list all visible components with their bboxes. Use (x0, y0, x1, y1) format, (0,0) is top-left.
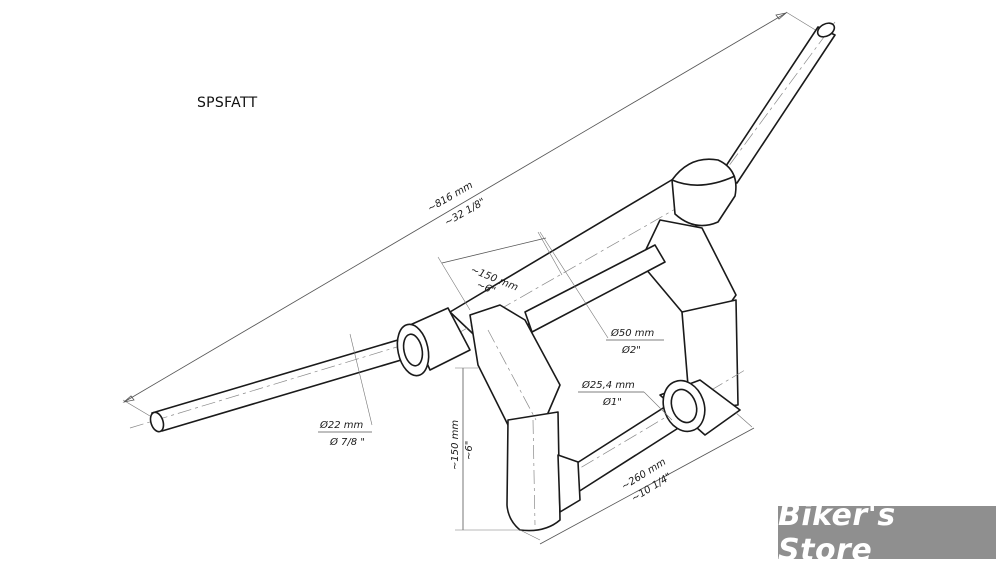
main-diameter-dimension: Ø50 mm Ø2" (539, 231, 664, 356)
main-diameter-in: Ø2" (621, 344, 641, 356)
upper-secondary-bar (524, 244, 666, 333)
grip-diameter-mm: Ø22 mm (319, 419, 364, 431)
riser-height-dimension: ~150 mm ~6" (450, 367, 520, 531)
right-grip-end (816, 22, 836, 38)
riser-height-mm: ~150 mm (450, 420, 461, 470)
right-collar (671, 158, 737, 227)
left-collar (396, 307, 471, 377)
grip-diameter-dimension: Ø22 mm Ø 7/8 " (318, 333, 373, 448)
store-watermark-text: Biker's Store (778, 497, 896, 568)
right-lower-collar (659, 379, 741, 436)
riser-height-in: ~6" (464, 441, 475, 460)
crossbar-diameter-dimension: Ø25,4 mm Ø1" (578, 379, 673, 421)
drawing-title: SPSFATT (197, 95, 258, 111)
left-grip-end (149, 411, 165, 433)
main-diameter-mm: Ø50 mm (610, 327, 655, 339)
crossbar-diameter-mm: Ø25,4 mm (581, 379, 635, 391)
crossbar-diameter-in: Ø1" (602, 396, 622, 408)
store-watermark: Biker's Store (778, 498, 996, 568)
left-riser (469, 304, 581, 532)
left-grip-tube (129, 336, 421, 433)
grip-diameter-in: Ø 7/8 " (329, 436, 365, 448)
